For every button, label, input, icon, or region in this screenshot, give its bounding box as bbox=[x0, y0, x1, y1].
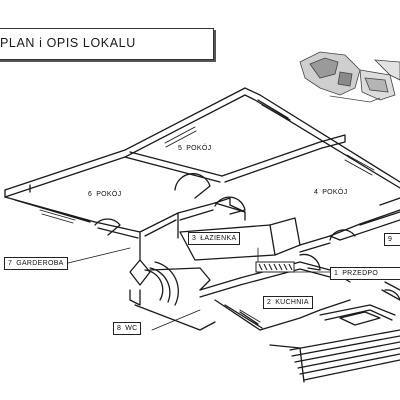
inner-wall bbox=[129, 259, 151, 286]
door-swing bbox=[329, 229, 356, 241]
room-number: 2 bbox=[267, 299, 272, 306]
inner-wall bbox=[139, 212, 179, 239]
door-swing bbox=[144, 267, 171, 303]
room-number: 1 bbox=[334, 270, 339, 277]
title-box bbox=[0, 28, 214, 60]
room-name: GARDEROBA bbox=[16, 260, 64, 267]
leader-line bbox=[67, 247, 131, 264]
door-swing bbox=[214, 196, 246, 215]
window bbox=[164, 126, 197, 148]
kitchen-counter bbox=[319, 304, 396, 321]
location-map-thumbnail bbox=[299, 51, 400, 103]
room-name: POKÓJ bbox=[96, 191, 122, 198]
room-name: ŁAZIENKA bbox=[200, 235, 237, 242]
room-number: 8 bbox=[117, 325, 122, 332]
inner-wall bbox=[199, 268, 331, 298]
inner-wall bbox=[381, 281, 400, 301]
room-number: 3 bbox=[192, 235, 197, 242]
window bbox=[239, 309, 261, 323]
inner-wall bbox=[224, 304, 263, 329]
room-name: PRZEDPO bbox=[342, 270, 379, 277]
room-name: KUCHNIA bbox=[275, 299, 309, 306]
room-name: POKÓJ bbox=[186, 145, 212, 152]
door-swing bbox=[174, 173, 211, 199]
room-number: 9 bbox=[388, 236, 393, 243]
door-swing bbox=[154, 261, 179, 306]
window bbox=[344, 154, 375, 176]
room-name: POKÓJ bbox=[322, 189, 348, 196]
outer-wall bbox=[359, 197, 400, 226]
inner-wall bbox=[124, 151, 223, 183]
page-title: PLAN i OPIS LOKALU bbox=[0, 36, 136, 50]
inner-wall bbox=[134, 304, 216, 331]
room-number: 5 bbox=[178, 145, 183, 152]
inner-wall bbox=[221, 141, 323, 183]
door-swing bbox=[94, 218, 121, 236]
stairs bbox=[289, 329, 400, 381]
door-swing bbox=[299, 253, 321, 271]
room-name: WC bbox=[125, 325, 138, 332]
inner-wall bbox=[319, 134, 346, 149]
inner-wall bbox=[299, 235, 341, 253]
inner-wall bbox=[257, 99, 291, 121]
room-label-9: 9 bbox=[384, 233, 400, 246]
inner-wall bbox=[177, 202, 246, 221]
leader-line bbox=[151, 309, 201, 331]
outer-wall bbox=[4, 94, 400, 198]
inner-wall bbox=[149, 267, 211, 291]
kitchen-counter bbox=[339, 311, 381, 326]
room-number: 7 bbox=[8, 260, 13, 267]
inner-wall bbox=[214, 299, 351, 331]
door-swing bbox=[384, 289, 400, 301]
inner-wall bbox=[214, 197, 246, 213]
window bbox=[39, 209, 76, 224]
inner-wall bbox=[129, 289, 141, 306]
stairs bbox=[269, 344, 305, 383]
outer-wall bbox=[4, 87, 400, 191]
window bbox=[261, 104, 289, 121]
vent-grille bbox=[255, 261, 295, 273]
inner-wall bbox=[329, 209, 400, 241]
room-number: 6 bbox=[88, 191, 93, 198]
outer-wall bbox=[4, 196, 96, 223]
inner-wall bbox=[269, 217, 301, 256]
room-number: 4 bbox=[314, 189, 319, 196]
